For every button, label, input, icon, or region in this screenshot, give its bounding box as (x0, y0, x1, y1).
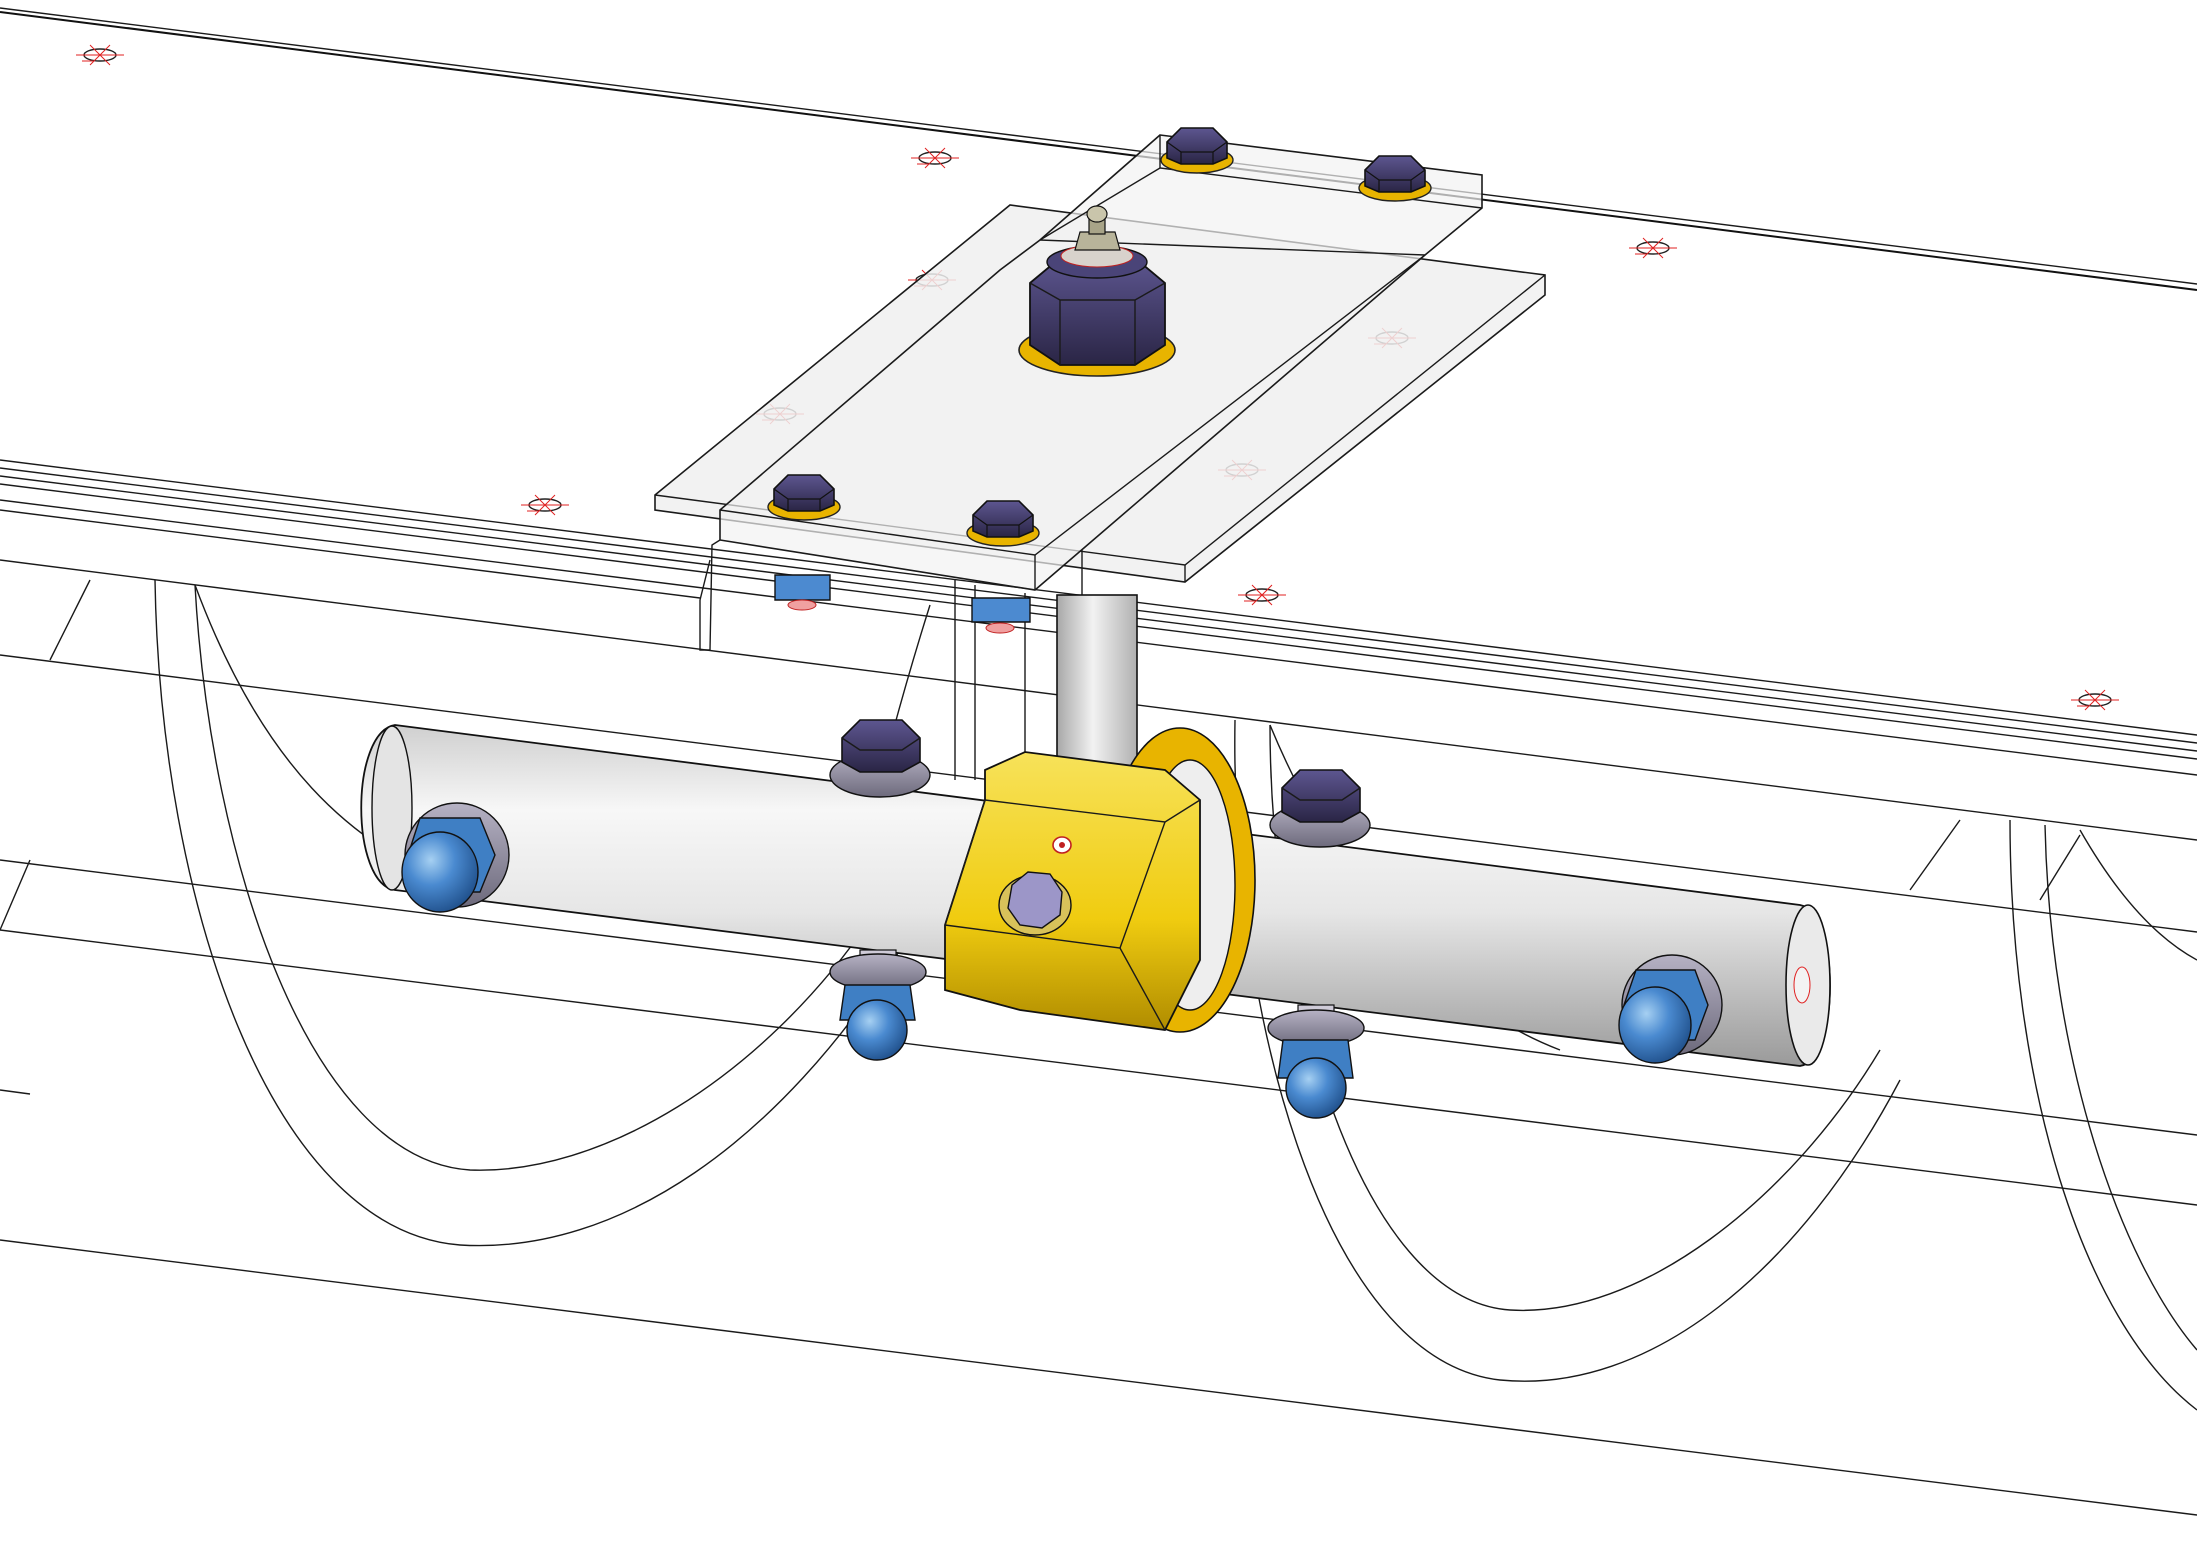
cap-nut-icon (401, 831, 479, 913)
cap-nut-icon (1618, 986, 1692, 1064)
hanger-bearing-nut (1018, 205, 1176, 377)
pipe-end-fasteners (401, 802, 1723, 1064)
hole-marker-icon (1628, 237, 1678, 259)
hex-bolt-icon (1281, 769, 1361, 823)
cap-nut-icon (846, 999, 908, 1061)
hex-bolt-icon (1007, 871, 1063, 929)
hole-marker-icon (75, 44, 125, 66)
hex-bolt-icon (841, 719, 921, 773)
hanger-shaft (1056, 594, 1138, 791)
hole-marker-icon (910, 147, 960, 169)
trough-structure-lines (0, 579, 2081, 931)
hole-marker-icon (2070, 689, 2120, 711)
grease-fitting-icon (1074, 205, 1121, 251)
hex-bolt-icon (1160, 127, 1234, 174)
bearing-clamp-body (944, 727, 1256, 1033)
hole-marker-icon (1237, 584, 1287, 606)
cap-nut-icon (1285, 1057, 1347, 1119)
under-plate-nuts (774, 574, 1031, 634)
hole-marker-icon (520, 494, 570, 516)
clamp-bolts (829, 719, 1371, 1119)
